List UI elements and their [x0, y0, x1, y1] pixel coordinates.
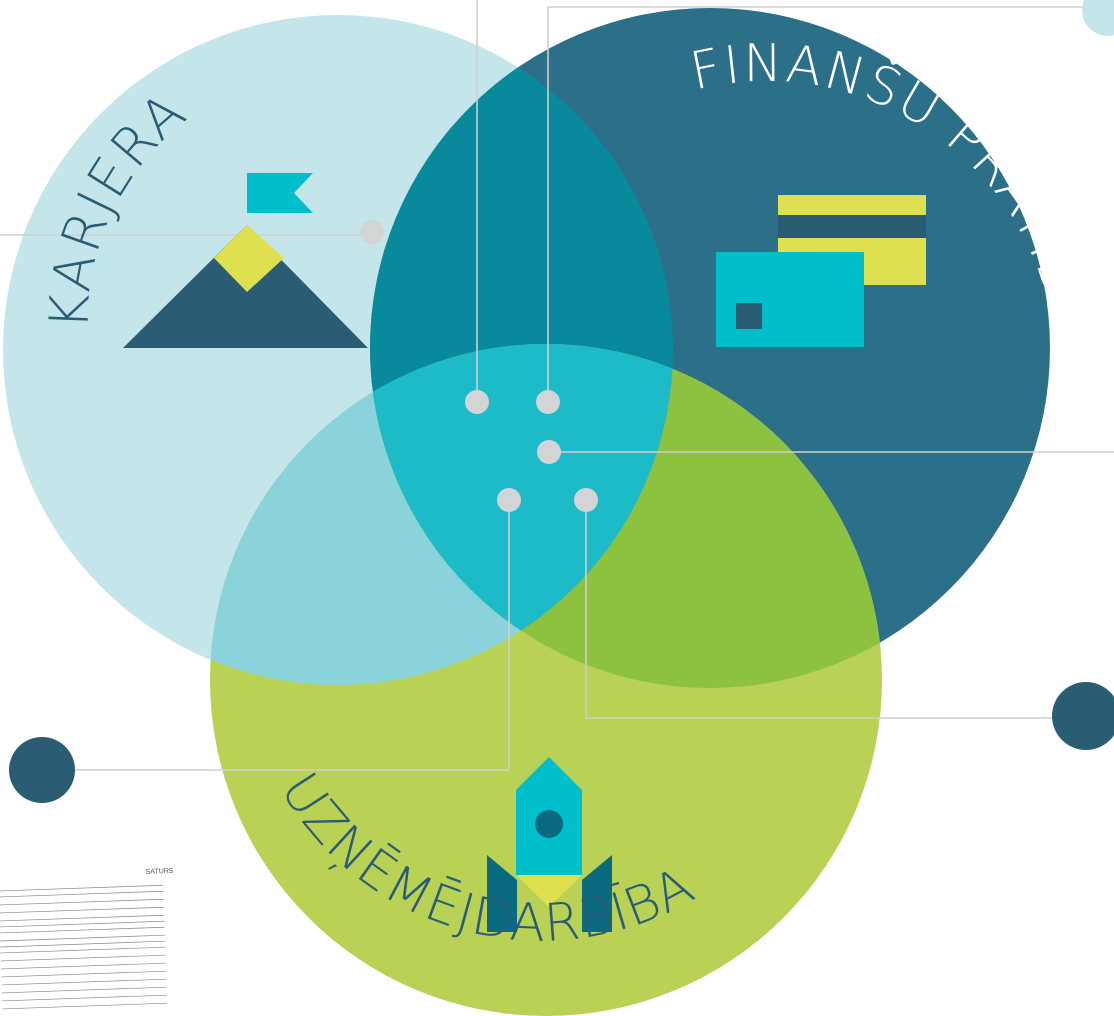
center-dot-2[interactable]: [536, 390, 560, 414]
career-dot[interactable]: [360, 220, 384, 244]
connector-line-4: [75, 500, 510, 771]
document-thumbnail: SATURS: [0, 854, 184, 1016]
right-big-dot[interactable]: [1052, 682, 1114, 750]
left-big-dot[interactable]: [9, 737, 75, 803]
center-dot-1[interactable]: [465, 390, 489, 414]
top-right-dot: [1082, 0, 1114, 36]
connector-lines: [0, 0, 1114, 771]
credit-cards-icon: [716, 195, 926, 347]
document-title: SATURS: [146, 868, 174, 876]
connector-line-2: [547, 6, 1098, 402]
center-dot-5[interactable]: [574, 488, 598, 512]
center-dot-3[interactable]: [537, 440, 561, 464]
connector-line-5: [585, 500, 1070, 719]
rocket-icon: [487, 757, 612, 932]
center-dot-4[interactable]: [497, 488, 521, 512]
mountain-flag-icon: [123, 173, 368, 348]
